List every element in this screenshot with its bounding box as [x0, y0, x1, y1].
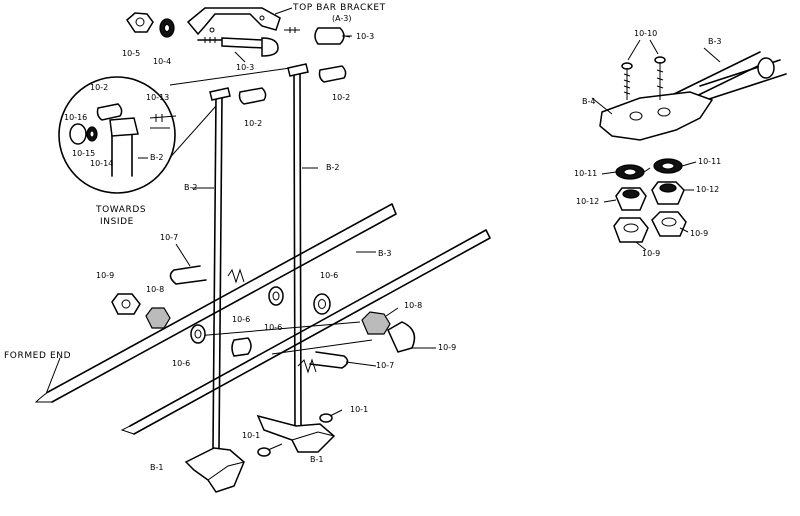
label-10-8-left: 10-8 [146, 285, 164, 294]
label-b-2-inset: B-2 [150, 153, 163, 162]
label-10-1-right: 10-1 [350, 405, 368, 414]
label-10-2-left: 10-2 [244, 119, 262, 128]
nut-10-5 [126, 12, 154, 33]
label-10-13: 10-13 [146, 93, 169, 102]
top-bar-bracket [186, 7, 281, 36]
foot-b-1-left [184, 447, 245, 493]
label-10-6-c: 10-6 [264, 323, 282, 332]
label-b-4: B-4 [582, 97, 595, 106]
spacer-10-6-a [190, 324, 206, 344]
cap-10-2-right [318, 65, 347, 83]
label-towards: TOWARDS [95, 205, 146, 215]
label-10-7-top: 10-7 [160, 233, 178, 242]
locknut-10-12-right [651, 181, 685, 205]
label-10-2-inset: 10-2 [90, 83, 108, 92]
label-10-7-lower: 10-7 [376, 361, 394, 370]
label-inside: INSIDE [100, 217, 134, 227]
spacer-10-6-d [313, 293, 331, 315]
nut-10-8-left [145, 307, 171, 329]
spacer-10-6-b [231, 337, 252, 357]
label-10-9-right: 10-9 [438, 343, 456, 352]
label-b-1-left: B-1 [150, 463, 163, 472]
label-10-9-detail-left: 10-9 [642, 249, 660, 258]
washer-10-11-right [653, 158, 683, 174]
label-10-9-left: 10-9 [96, 271, 114, 280]
label-10-9-detail-right: 10-9 [690, 229, 708, 238]
label-b-2-right: B-2 [326, 163, 339, 172]
frame-rails [34, 203, 491, 435]
label-10-2-right: 10-2 [332, 93, 350, 102]
screw-10-1-b [319, 409, 343, 423]
nut-10-9-detail-right [651, 211, 687, 237]
roller-10-3-right [314, 27, 352, 45]
label-10-3-left: 10-3 [236, 63, 254, 72]
label-top-bar-bracket-code: (A-3) [332, 14, 352, 23]
label-10-11-left: 10-11 [574, 169, 597, 178]
feet [184, 409, 343, 493]
bracket-b-4 [599, 91, 714, 141]
label-10-1-left: 10-1 [242, 431, 260, 440]
u-bolt-10-7-lower [309, 351, 349, 369]
u-bolt-10-7-top [169, 265, 207, 285]
screw-10-10-left [621, 62, 633, 100]
label-10-12-right: 10-12 [696, 185, 719, 194]
label-10-15: 10-15 [72, 149, 95, 158]
detail-inset [58, 76, 177, 194]
part-labels: TOP BAR BRACKET (A-3) 10-5 10-4 10-3 10-… [4, 3, 721, 472]
locknut-10-12-left [615, 187, 647, 211]
spacer-10-6-c [268, 286, 284, 306]
washer-10-11-left [615, 164, 645, 180]
foot-b-1-right [256, 414, 336, 453]
label-10-14: 10-14 [90, 159, 113, 168]
nut-10-9-left [111, 293, 141, 315]
rail-end-detail [591, 39, 787, 243]
label-10-6-d: 10-6 [320, 271, 338, 280]
label-10-12-left: 10-12 [576, 197, 599, 206]
label-10-10: 10-10 [634, 29, 657, 38]
label-b-3: B-3 [378, 249, 391, 258]
screw-10-1-a [257, 443, 283, 457]
screw-10-10-right [654, 56, 666, 100]
right-top-cap [287, 63, 309, 77]
label-10-5: 10-5 [122, 49, 140, 58]
label-10-3-right: 10-3 [356, 32, 374, 41]
nut-10-9-detail-left [613, 217, 649, 243]
washer-10-4 [159, 18, 175, 38]
label-10-6-a: 10-6 [172, 359, 190, 368]
mid-hardware [111, 265, 416, 374]
cap-10-2-left [238, 87, 267, 105]
label-10-8-right: 10-8 [404, 301, 422, 310]
bolt-10-3 [221, 37, 279, 63]
label-10-4: 10-4 [153, 57, 171, 66]
label-formed-end: FORMED END [4, 351, 71, 361]
label-b-3-detail: B-3 [708, 37, 721, 46]
label-10-16: 10-16 [64, 113, 87, 122]
label-top-bar-bracket: TOP BAR BRACKET [292, 3, 386, 13]
label-b-1-right: B-1 [310, 455, 323, 464]
leader-lines [45, 35, 721, 395]
top-bar-bracket-assembly [126, 7, 352, 63]
left-top-cap [209, 87, 231, 101]
nut-10-8-right [361, 311, 391, 335]
label-b-2-left: B-2 [184, 183, 197, 192]
label-10-6-b: 10-6 [232, 315, 250, 324]
label-10-11-right: 10-11 [698, 157, 721, 166]
